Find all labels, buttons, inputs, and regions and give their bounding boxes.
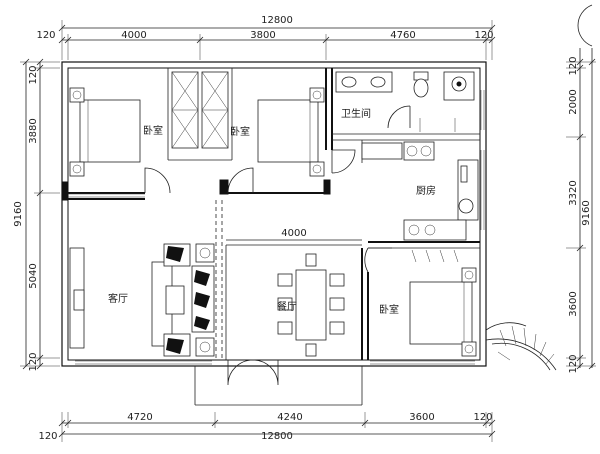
bottom-right-margin-dim: 120 bbox=[473, 412, 492, 423]
bed-right bbox=[409, 267, 477, 357]
top-total-dim: 12800 bbox=[261, 15, 293, 26]
right-bottom-margin-dim: 120 bbox=[568, 354, 579, 373]
bottom-total-dim: 12800 bbox=[261, 431, 293, 442]
left-bottom-margin-dim: 120 bbox=[28, 352, 39, 371]
right-seg-3-dim: 3600 bbox=[568, 291, 579, 316]
left-seg-1-dim: 3880 bbox=[28, 118, 39, 143]
bed-left bbox=[69, 87, 141, 177]
top-seg-2-dim: 3800 bbox=[250, 30, 275, 41]
windows bbox=[68, 90, 485, 365]
top-dimensions: 12800 120 4000 3800 4760 120 bbox=[36, 15, 496, 60]
spiral-stair bbox=[485, 322, 557, 371]
right-total-dim: 9160 bbox=[581, 200, 592, 225]
left-seg-2-dim: 5040 bbox=[28, 263, 39, 288]
doors bbox=[144, 105, 411, 406]
living-room-furniture bbox=[69, 243, 215, 357]
left-top-margin-dim: 120 bbox=[28, 65, 39, 84]
top-seg-1-dim: 4000 bbox=[121, 30, 146, 41]
bottom-seg-3-dim: 3600 bbox=[409, 412, 434, 423]
right-dimensions: 120 2000 3320 3600 120 9160 bbox=[566, 4, 596, 374]
wardrobes bbox=[171, 71, 229, 149]
left-total-dim: 9160 bbox=[13, 201, 24, 226]
right-seg-1-dim: 2000 bbox=[568, 89, 579, 114]
right-seg-2-dim: 3320 bbox=[568, 180, 579, 205]
room-labels: 卧室 卧室 卫生间 厨房 客厅 餐厅 卧室 bbox=[108, 107, 436, 316]
label-bedroom-left: 卧室 bbox=[143, 124, 163, 137]
right-top-margin-dim: 120 bbox=[568, 56, 579, 75]
bottom-dimensions: 4720 4240 3600 120 120 12800 bbox=[38, 412, 496, 442]
dining-width-dim: 4000 bbox=[281, 228, 306, 239]
bottom-left-margin-dim: 120 bbox=[38, 431, 57, 442]
label-bedroom-middle: 卧室 bbox=[230, 125, 250, 138]
kitchen-fixtures bbox=[361, 141, 479, 263]
top-left-margin-dim: 120 bbox=[36, 30, 55, 41]
bottom-seg-2-dim: 4240 bbox=[277, 412, 302, 423]
label-kitchen: 厨房 bbox=[416, 184, 436, 197]
bottom-seg-1-dim: 4720 bbox=[127, 412, 152, 423]
label-dining-room: 餐厅 bbox=[277, 300, 297, 313]
outer-walls bbox=[61, 61, 487, 367]
label-bathroom: 卫生间 bbox=[341, 107, 371, 120]
label-bedroom-right: 卧室 bbox=[379, 303, 399, 316]
bathroom-fixtures bbox=[335, 71, 475, 132]
dining-table: 4000 bbox=[226, 228, 362, 357]
label-living-room: 客厅 bbox=[108, 292, 128, 305]
left-dimensions: 9160 120 3880 5040 120 bbox=[13, 58, 60, 372]
bed-middle bbox=[257, 87, 325, 177]
top-seg-3-dim: 4760 bbox=[390, 30, 415, 41]
top-right-margin-dim: 120 bbox=[474, 30, 493, 41]
